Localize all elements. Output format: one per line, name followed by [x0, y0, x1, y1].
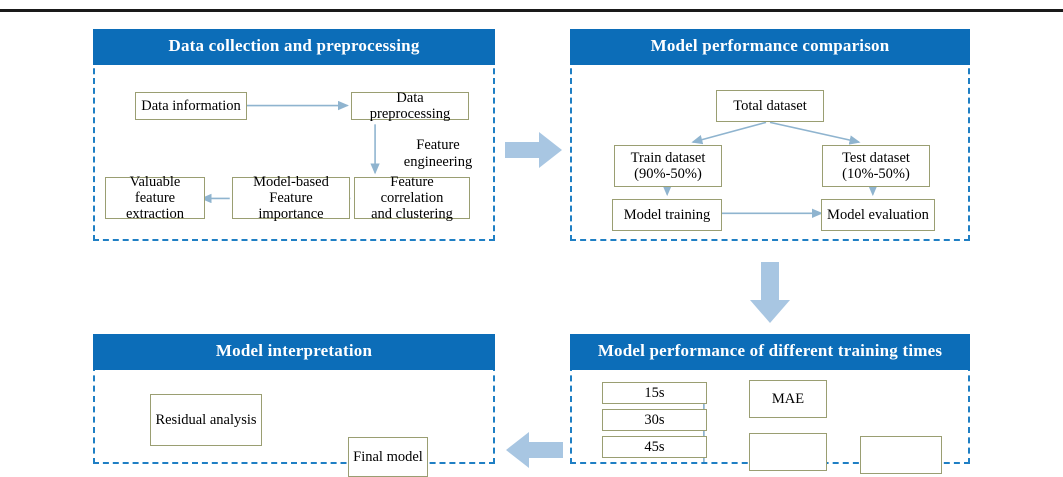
panel-data-collection: Data collection and preprocessing Data i…: [93, 29, 495, 241]
node-data-preprocessing[interactable]: Data preprocessing: [351, 89, 469, 122]
panel-body-data-collection: Data information Data preprocessing Feat…: [95, 65, 493, 239]
node-label-line-2: (10%-50%): [842, 166, 910, 182]
node-label: Residual analysis: [155, 411, 257, 428]
node-total-dataset[interactable]: Total dataset: [716, 90, 824, 122]
panel-body-model-interpretation: Residual analysis Final model: [95, 370, 493, 477]
panel-header-data-collection: Data collection and preprocessing: [93, 29, 495, 65]
panel-model-performance-comparison: Model performance comparison Total datas…: [570, 29, 970, 241]
node-label-line-1: Valuable feature: [129, 173, 181, 206]
panel-body-model-performance-training-times: 15s 30s 45s MAE: [572, 370, 968, 474]
panel-header-model-interpretation: Model interpretation: [93, 334, 495, 370]
node-final-model[interactable]: Final model: [348, 437, 428, 477]
node-train-dataset[interactable]: Train dataset (90%-50%): [614, 145, 722, 187]
panel-body-model-performance-comparison: Total dataset Train dataset (90%-50%) Te…: [572, 65, 968, 239]
node-residual-analysis[interactable]: Residual analysis: [150, 394, 262, 446]
node-valuable-feature-extraction[interactable]: Valuable feature extraction: [105, 173, 205, 223]
flow-arrow-panel1-to-panel2: [505, 132, 562, 168]
panel-model-interpretation: Model interpretation Residual analysis F…: [93, 334, 495, 477]
label-line-1: Feature: [416, 137, 460, 153]
node-data-information[interactable]: Data information: [135, 92, 247, 120]
node-metric-mae[interactable]: MAE: [749, 380, 827, 418]
node-time-15s[interactable]: 15s: [602, 382, 707, 404]
top-divider-rule: [0, 9, 1063, 12]
node-label: Final model: [353, 448, 423, 465]
node-label: 30s: [644, 411, 665, 428]
node-model-evaluation[interactable]: Model evaluation: [821, 199, 935, 231]
node-metric-third[interactable]: [860, 436, 942, 474]
node-label: MAE: [771, 390, 805, 407]
flow-arrow-panel4-to-panel3: [506, 432, 563, 468]
node-metric-second[interactable]: [749, 433, 827, 471]
label-feature-engineering: Feature engineering: [390, 137, 486, 170]
node-label-line-2: Feature importance: [258, 189, 324, 223]
node-label: Data information: [141, 97, 241, 114]
node-feature-correlation-and-clustering[interactable]: Feature correlation and clustering: [354, 173, 470, 223]
node-label-line-1: Feature correlation: [380, 173, 444, 206]
node-label: Data preprocessing: [369, 89, 451, 122]
node-time-45s[interactable]: 45s: [602, 436, 707, 458]
node-label: Total dataset: [733, 97, 807, 114]
node-label: 45s: [644, 438, 665, 455]
label-line-2: engineering: [403, 153, 473, 170]
node-label-line-2: and clustering: [371, 206, 453, 223]
panel-header-model-performance-training-times: Model performance of different training …: [570, 334, 970, 370]
panel-model-performance-training-times: Model performance of different training …: [570, 334, 970, 474]
node-label-line-1: Test dataset: [842, 149, 910, 166]
node-test-dataset[interactable]: Test dataset (10%-50%): [822, 145, 930, 187]
node-time-30s[interactable]: 30s: [602, 409, 707, 431]
node-label-line-1: Model-based: [253, 173, 329, 190]
panel-header-model-performance-comparison: Model performance comparison: [570, 29, 970, 65]
node-label-line-1: Train dataset: [630, 149, 706, 166]
node-label: 15s: [644, 384, 665, 401]
node-model-training[interactable]: Model training: [612, 199, 722, 231]
figure-canvas: Data collection and preprocessing Data i…: [0, 9, 1063, 477]
flow-arrow-panel2-to-panel4: [750, 262, 790, 323]
node-label: Model evaluation: [827, 206, 929, 223]
node-label-line-2: (90%-50%): [634, 166, 702, 182]
node-label-line-2: extraction: [126, 206, 184, 223]
node-model-based-feature-importance[interactable]: Model-based Feature importance: [232, 173, 350, 223]
node-label: Model training: [623, 206, 711, 223]
